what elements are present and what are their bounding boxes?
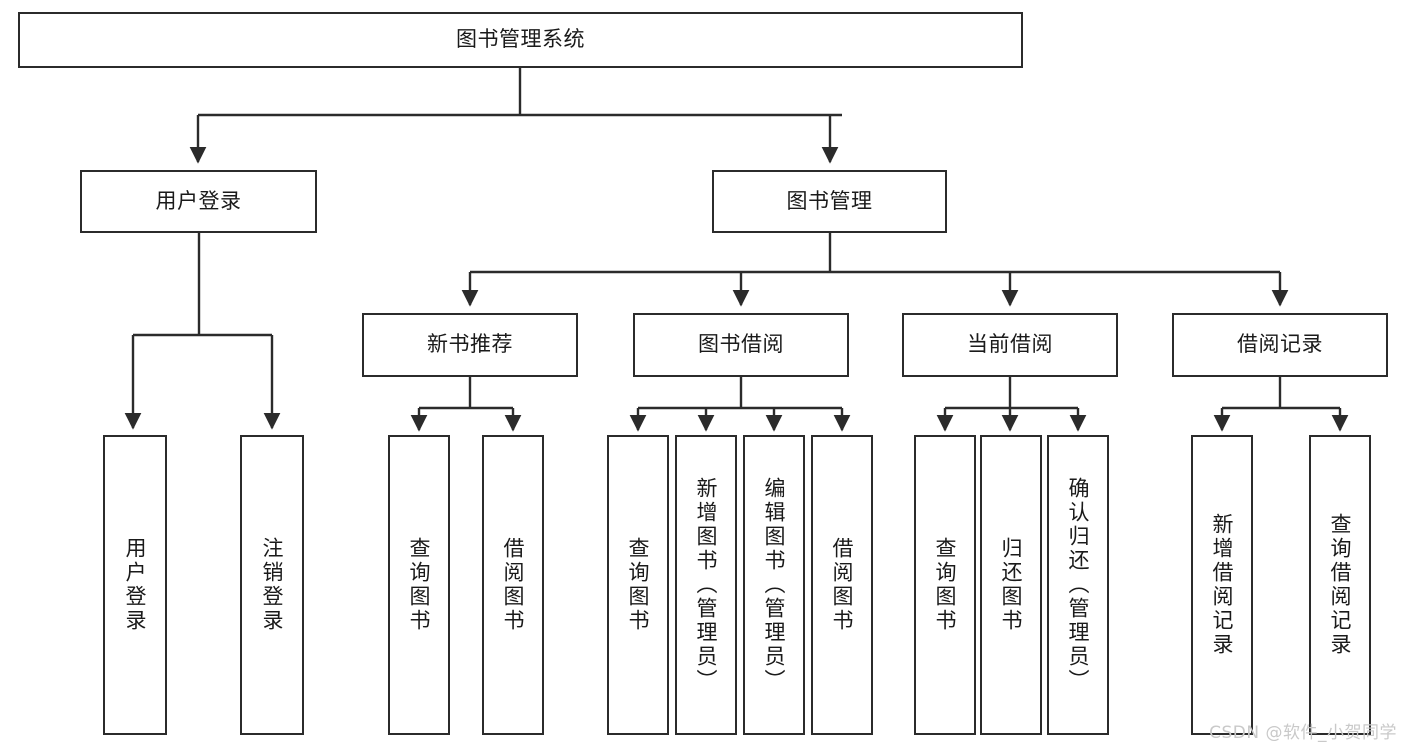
node-label: 查询借阅记录 <box>1328 513 1353 657</box>
node-leaf-query-book-borrow[interactable]: 查询图书 <box>607 435 669 735</box>
node-label: 归还图书 <box>999 537 1024 633</box>
node-label: 当前借阅 <box>967 332 1053 357</box>
node-leaf-confirm-return[interactable]: 确认归还（管理员） <box>1047 435 1109 735</box>
node-borrow-record[interactable]: 借阅记录 <box>1172 313 1388 377</box>
node-book-management-system[interactable]: 图书管理系统 <box>18 12 1023 68</box>
node-label: 用户登录 <box>123 537 148 633</box>
node-label: 编辑图书（管理员） <box>762 477 787 693</box>
node-leaf-query-borrow-record[interactable]: 查询借阅记录 <box>1309 435 1371 735</box>
node-new-book-recommend[interactable]: 新书推荐 <box>362 313 578 377</box>
node-label: 借阅图书 <box>501 537 526 633</box>
node-label: 注销登录 <box>260 537 285 633</box>
node-leaf-borrow-book-recommend[interactable]: 借阅图书 <box>482 435 544 735</box>
node-label: 新增图书（管理员） <box>694 477 719 693</box>
node-leaf-edit-book[interactable]: 编辑图书（管理员） <box>743 435 805 735</box>
node-leaf-add-book[interactable]: 新增图书（管理员） <box>675 435 737 735</box>
node-leaf-query-book-recommend[interactable]: 查询图书 <box>388 435 450 735</box>
node-label: 新书推荐 <box>427 332 513 357</box>
node-label: 借阅记录 <box>1237 332 1323 357</box>
csdn-watermark: CSDN @软件_小贺同学 <box>1209 723 1397 743</box>
node-label: 借阅图书 <box>830 537 855 633</box>
node-label: 查询图书 <box>933 537 958 633</box>
node-leaf-borrow-book[interactable]: 借阅图书 <box>811 435 873 735</box>
node-book-management[interactable]: 图书管理 <box>712 170 947 233</box>
node-leaf-logout-login[interactable]: 注销登录 <box>240 435 304 735</box>
node-label: 确认归还（管理员） <box>1066 477 1091 693</box>
node-leaf-query-book-current[interactable]: 查询图书 <box>914 435 976 735</box>
node-label: 用户登录 <box>155 188 242 213</box>
node-label: 图书管理系统 <box>456 27 585 52</box>
node-label: 新增借阅记录 <box>1210 513 1235 657</box>
node-label: 图书管理 <box>786 188 873 213</box>
node-leaf-return-book[interactable]: 归还图书 <box>980 435 1042 735</box>
node-label: 查询图书 <box>626 537 651 633</box>
node-user-login[interactable]: 用户登录 <box>80 170 317 233</box>
node-leaf-user-login[interactable]: 用户登录 <box>103 435 167 735</box>
node-current-borrow[interactable]: 当前借阅 <box>902 313 1118 377</box>
node-label: 查询图书 <box>407 537 432 633</box>
node-label: 图书借阅 <box>698 332 784 357</box>
node-book-borrow[interactable]: 图书借阅 <box>633 313 849 377</box>
node-leaf-add-borrow-record[interactable]: 新增借阅记录 <box>1191 435 1253 735</box>
